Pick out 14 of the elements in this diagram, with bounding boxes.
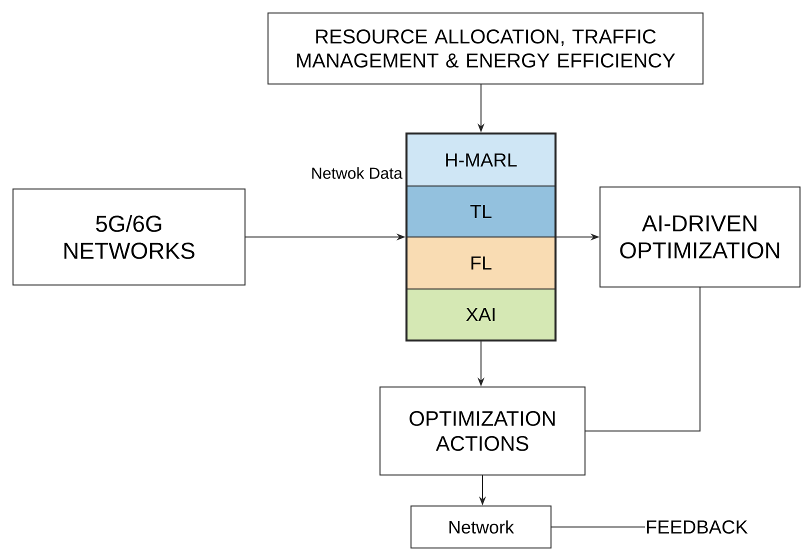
layer-band: XAI	[406, 288, 556, 340]
layer-stack	[405, 132, 557, 342]
heading-box: RESOURCE ALLOCATION, TRAFFIC MANAGEMENT & ENERGY EFFICIENCY	[268, 12, 704, 84]
layer-band: FL	[406, 236, 556, 290]
caption-text: Netwok Data	[312, 167, 402, 179]
process-box: Network	[410, 506, 552, 548]
layer-band: H-MARL	[406, 134, 556, 186]
process-box: AI-DRIVEN OPTIMIZATION	[600, 186, 800, 288]
connector-line	[585, 287, 700, 432]
process-box: OPTIMIZATION ACTIONS	[380, 386, 586, 476]
feedback-text: FEEDBACK	[647, 520, 748, 534]
connector-line	[551, 526, 646, 528]
process-box: 5G/6G NETWORKS	[12, 188, 246, 286]
layer-band: TL	[406, 186, 556, 238]
